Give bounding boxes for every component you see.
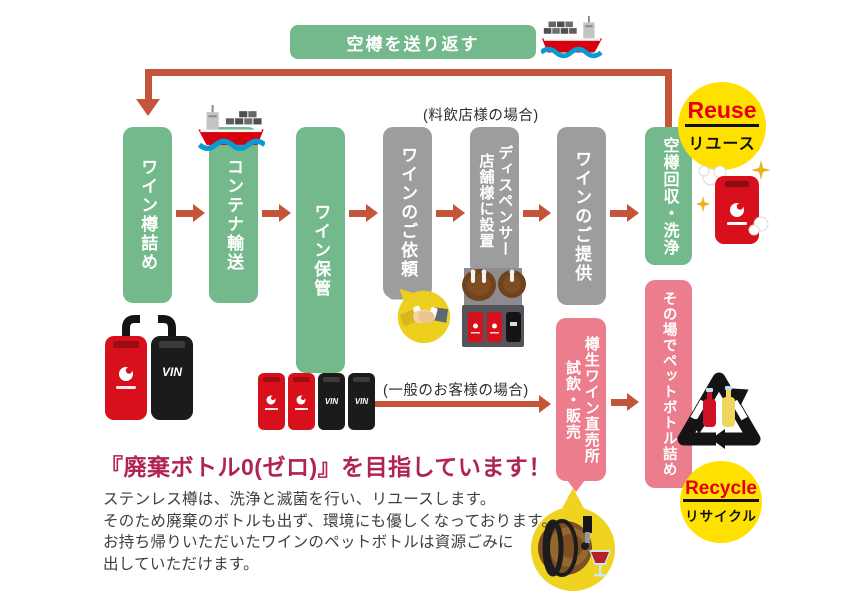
flow-box-wine-serving-label: ワインのご提供 xyxy=(572,149,592,283)
description-line2: そのため廃棄のボトルも出ず、環境にも優しくなっております。 xyxy=(103,512,558,530)
arrow-4 xyxy=(436,204,465,222)
arrow-5 xyxy=(523,204,551,222)
wine-dispenser-icon xyxy=(462,268,526,347)
direct-sales-callout-tail xyxy=(567,480,585,492)
cargo-ship-icon xyxy=(541,15,603,59)
general-case-label: (一般のお客様の場合) xyxy=(383,383,529,399)
flow-box-keg-filling-label: ワイン樽詰め xyxy=(138,158,158,272)
description-line4: 出していただけます。 xyxy=(103,555,259,573)
description-line1: ステンレス樽は、洗浄と滅菌を行い、リユースします。 xyxy=(103,491,496,508)
dispenser-install-line1: ディスペンサー xyxy=(496,145,514,257)
recycle-badge: Recycle リサイクル xyxy=(680,461,762,543)
reuse-badge-ja: リユース xyxy=(688,135,756,153)
reuse-badge: Reuse リユース xyxy=(678,82,766,170)
return-empty-barrel-label: 空樽を送り返す xyxy=(346,34,480,54)
arrow-2 xyxy=(262,204,291,222)
recycle-badge-en: Recycle xyxy=(683,478,759,503)
arrow-1 xyxy=(176,204,205,222)
container-ship-icon xyxy=(197,105,265,151)
flow-box-keg-filling: ワイン樽詰め xyxy=(123,127,172,303)
flow-box-container-transport: コンテナ輸送 xyxy=(209,127,258,303)
wine-kegs-icon: VIN xyxy=(105,315,193,420)
direct-sales-label: 樽生ワイン直売所 試飲・販売 xyxy=(562,336,600,464)
direct-sales-line1: 樽生ワイン直売所 xyxy=(582,335,600,464)
description-line3: お持ち帰りいただいたワインのペットボトルは資源ごみに xyxy=(103,534,514,551)
return-loop-arrowhead xyxy=(136,99,160,116)
return-empty-barrel-banner: 空樽を送り返す xyxy=(290,25,536,59)
flow-box-wine-storage-label: ワイン保管 xyxy=(311,202,331,298)
barrel-tasting-icon xyxy=(531,488,615,591)
dispenser-install-line2: 店舗様に設置 xyxy=(477,153,495,249)
arrow-7 xyxy=(611,393,639,411)
small-kegs-row-icon: VIN VIN xyxy=(258,373,375,430)
pet-bottling-label: その場でペットボトル詰め xyxy=(660,291,677,477)
general-case-arrow xyxy=(372,395,551,413)
arrow-6 xyxy=(610,204,639,222)
recycle-symbol-icon xyxy=(677,372,761,449)
small-black-keg-logo-text: VIN xyxy=(325,397,339,406)
flow-box-direct-sales: 樽生ワイン直売所 試飲・販売 xyxy=(556,318,606,481)
zero-waste-description: ステンレス樽は、洗浄と滅菌を行い、リユースします。 そのため廃棄のボトルも出ず、… xyxy=(103,489,557,575)
flow-box-dispenser-install-label: ディスペンサー 店舗様に設置 xyxy=(476,145,514,257)
flow-box-wine-serving: ワインのご提供 xyxy=(557,127,606,305)
black-keg-logo-text: VIN xyxy=(162,365,182,379)
flow-box-container-transport-label: コンテナ輸送 xyxy=(224,158,244,272)
handshake-icon xyxy=(388,283,451,344)
flow-box-pet-bottling: その場でペットボトル詰め xyxy=(645,280,692,488)
zero-waste-heading: 『廃棄ボトル0(ゼロ)』を目指しています！ xyxy=(100,454,552,480)
restaurant-case-label: (料飲店様の場合) xyxy=(423,108,539,124)
recycle-badge-ja: リサイクル xyxy=(685,509,757,525)
flow-box-wine-storage: ワイン保管 xyxy=(296,127,345,373)
direct-sales-line2: 試飲・販売 xyxy=(564,359,581,440)
return-loop-line-left xyxy=(145,69,152,102)
return-loop-line-right xyxy=(665,69,672,128)
flow-box-barrel-collection-label: 空樽回収・洗浄 xyxy=(660,136,678,256)
reuse-badge-en: Reuse xyxy=(685,98,759,127)
washed-barrel-icon xyxy=(696,160,771,244)
flow-box-dispenser-install: ディスペンサー 店舗様に設置 xyxy=(470,127,519,275)
flow-box-wine-request-label: ワインのご依頼 xyxy=(398,146,418,279)
arrow-3 xyxy=(349,204,378,222)
return-loop-line-horizontal xyxy=(145,69,672,76)
flow-box-wine-request: ワインのご依頼 xyxy=(383,127,432,298)
small-black-keg-logo-text2: VIN xyxy=(355,397,369,406)
